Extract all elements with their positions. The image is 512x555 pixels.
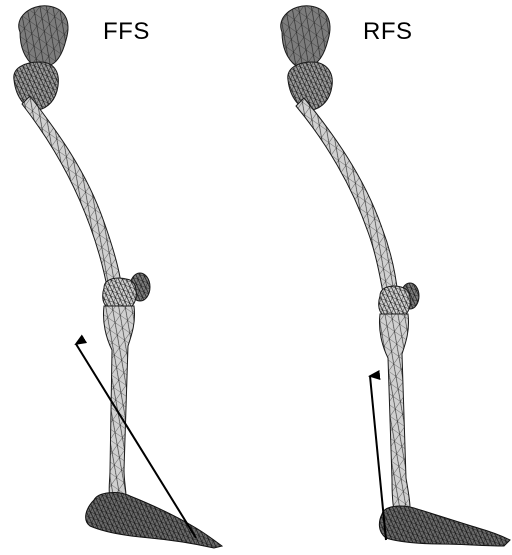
rfs-leg-skeleton (281, 6, 510, 546)
ffs-leg-skeleton (14, 6, 222, 548)
panel-label-rfs: RFS (363, 18, 413, 46)
rfs-force-arrow (370, 376, 386, 540)
panel-label-ffs: FFS (103, 18, 150, 46)
